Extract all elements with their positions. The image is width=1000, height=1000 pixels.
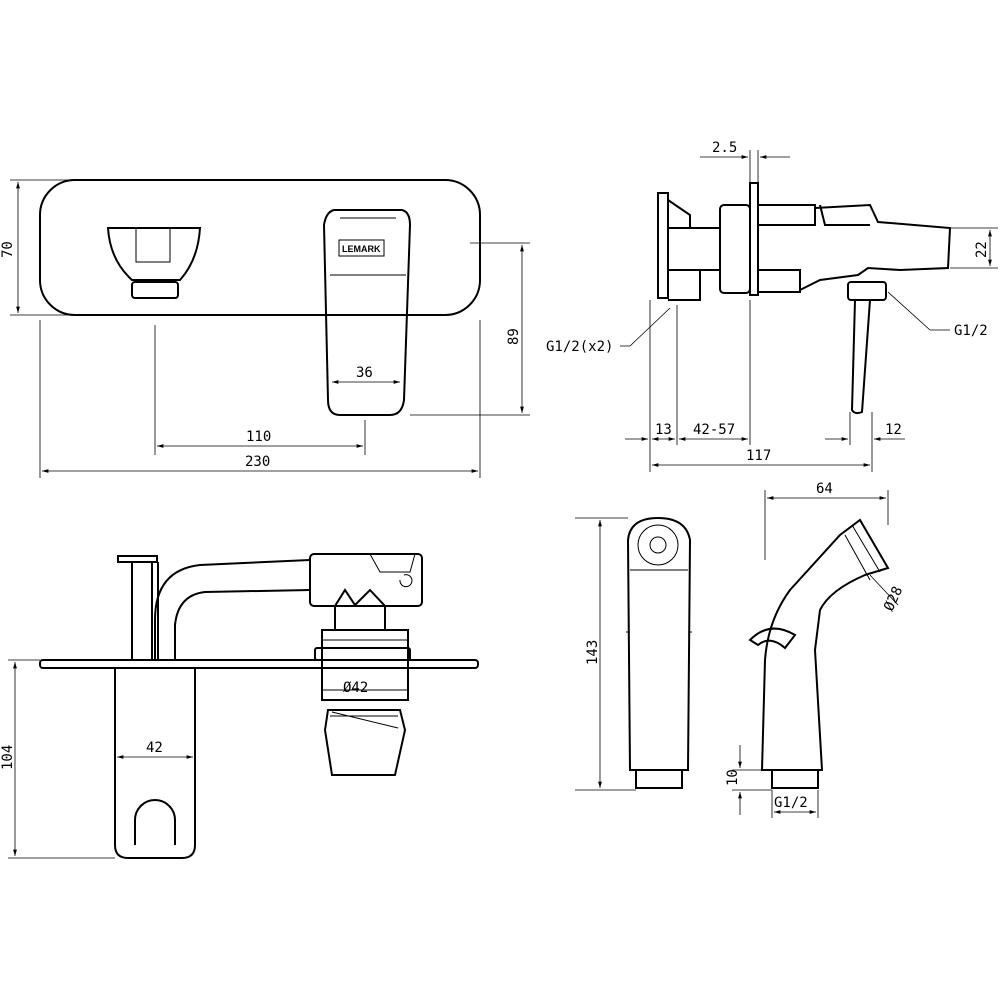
outlet-thread-label: G1/2 xyxy=(954,323,988,339)
mixer-handle: LEMARK xyxy=(322,209,412,416)
top-view: Ø42 42 104 xyxy=(0,553,479,859)
dim-center-distance: 110 xyxy=(246,429,271,445)
shower-head-views: 143 64 Ø28 10 G1/2 xyxy=(575,481,906,818)
dim-plate-offset: 13 xyxy=(655,422,672,438)
dim-total-depth: 117 xyxy=(746,448,771,464)
wall-plate xyxy=(39,179,481,316)
dim-nozzle-diameter: Ø28 xyxy=(881,584,906,614)
dim-thread-length: 10 xyxy=(725,769,741,786)
dim-head-width: 64 xyxy=(816,481,833,497)
front-view: LEMARK 70 89 36 110 230 xyxy=(0,179,530,478)
dim-handle-width: 36 xyxy=(356,365,373,381)
dim-total-width: 230 xyxy=(245,454,270,470)
dim-head-length: 143 xyxy=(585,640,601,665)
dim-spout-height: 22 xyxy=(974,241,990,258)
brand-logo: LEMARK xyxy=(342,244,381,254)
inlet-thread-label: G1/2(x2) xyxy=(546,339,613,355)
dim-front-height: 70 xyxy=(0,241,16,258)
dim-wall-depth: 42-57 xyxy=(693,422,735,438)
diverter-knob xyxy=(106,227,202,299)
dim-cartridge-diameter: Ø42 xyxy=(343,680,368,696)
shower-thread-label: G1/2 xyxy=(774,795,808,811)
dim-spout-drop: 89 xyxy=(506,328,522,345)
side-view: 2.5 22 G1/2(x2) G1/2 13 42-57 12 117 xyxy=(546,140,998,472)
dim-spout-tip: 12 xyxy=(885,422,902,438)
dim-plate-thickness: 2.5 xyxy=(712,140,737,156)
dim-holder-width: 42 xyxy=(146,740,163,756)
dim-holder-height: 104 xyxy=(0,745,16,770)
